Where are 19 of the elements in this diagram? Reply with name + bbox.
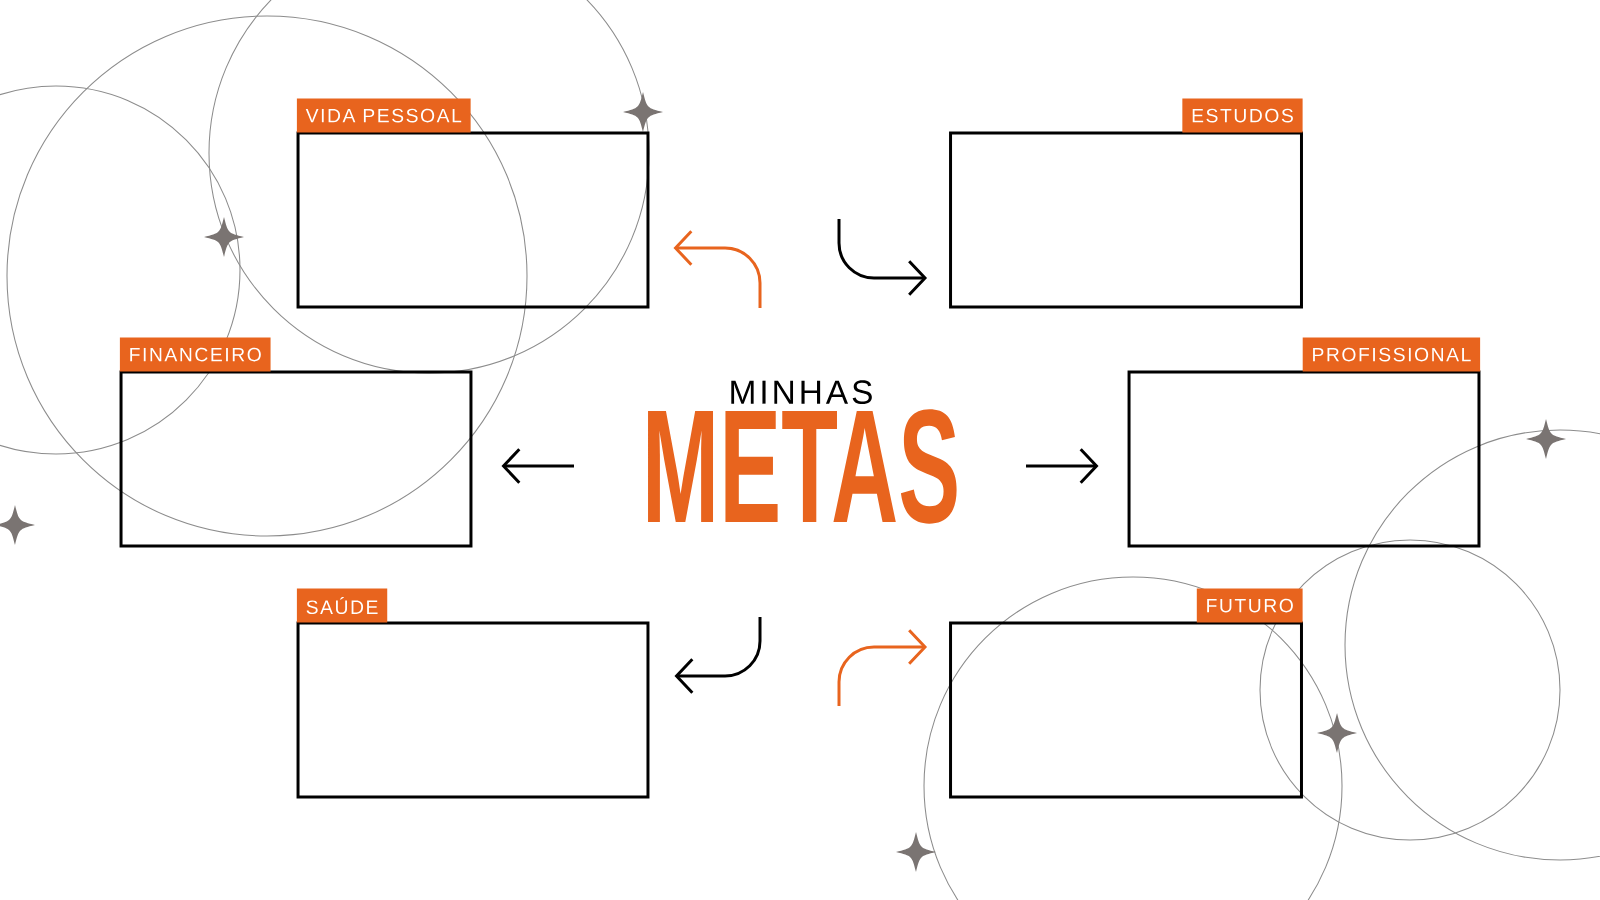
node-label: VIDA PESSOAL	[305, 108, 462, 123]
node-label: FUTURO	[1207, 598, 1293, 613]
arrow	[674, 617, 762, 694]
node-label: PROFISSIONAL	[1313, 347, 1471, 362]
arrow	[1026, 448, 1099, 484]
node-label: ESTUDOS	[1192, 108, 1293, 123]
arrow	[673, 230, 762, 308]
goal-box: PROFISSIONAL	[1127, 337, 1481, 548]
node-label: FINANCEIRO	[130, 347, 261, 362]
arrow	[501, 448, 574, 484]
goal-box: FUTURO	[949, 588, 1303, 799]
arrow	[837, 219, 928, 296]
goal-box: SAÚDE	[296, 588, 650, 799]
title-text: MINHAS METAS	[648, 380, 957, 524]
goal-box: ESTUDOS	[949, 98, 1303, 309]
goal-box: FINANCEIRO	[119, 337, 473, 548]
node-label: SAÚDE	[306, 597, 378, 615]
arrow	[837, 629, 928, 706]
goal-box: VIDA PESSOAL	[296, 98, 650, 309]
